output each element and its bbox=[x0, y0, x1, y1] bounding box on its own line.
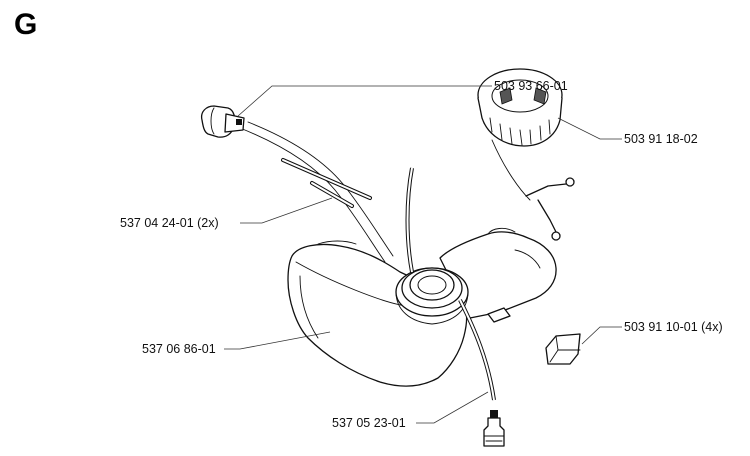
label-fuel-tank: 537 06 86-01 bbox=[142, 342, 216, 356]
label-return-hose: 537 05 23-01 bbox=[332, 416, 406, 430]
fuel-filter-drawing bbox=[200, 105, 245, 138]
fuel-tank-drawing bbox=[287, 227, 557, 387]
label-rubber-buffer: 503 91 10-01 (4x) bbox=[624, 320, 723, 334]
label-fuel-hose: 537 04 24-01 (2x) bbox=[120, 216, 219, 230]
return-hose-drawing bbox=[458, 299, 505, 447]
fuel-cap-drawing bbox=[477, 68, 575, 241]
label-fuel-filter: 503 93 66-01 bbox=[494, 79, 568, 93]
label-fuel-cap: 503 91 18-02 bbox=[624, 132, 698, 146]
fuel-hose-drawing bbox=[239, 121, 414, 273]
section-letter: G bbox=[14, 8, 38, 41]
leader-lines bbox=[224, 85, 622, 424]
rubber-buffer-drawing bbox=[545, 333, 581, 365]
